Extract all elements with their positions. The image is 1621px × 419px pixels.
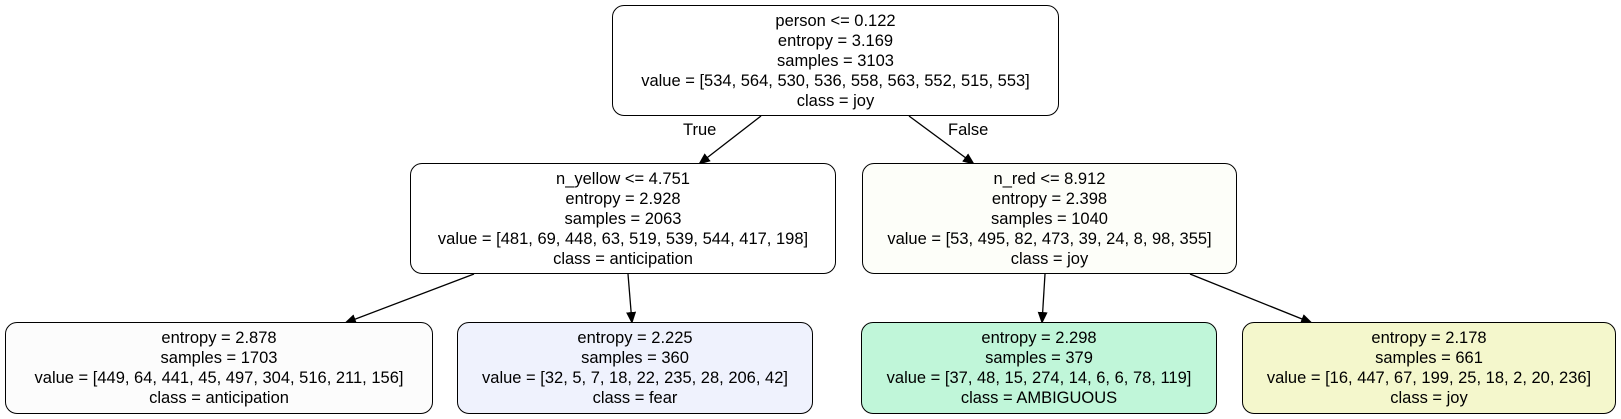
tree-leaf-1: entropy = 2.878 samples = 1703 value = [… [5, 322, 433, 414]
node-samples: samples = 1703 [160, 349, 278, 367]
tree-node-left: n_yellow <= 4.751 entropy = 2.928 sample… [410, 163, 836, 274]
node-value: value = [32, 5, 7, 18, 22, 235, 28, 206,… [482, 369, 788, 387]
node-value: value = [53, 495, 82, 473, 39, 24, 8, 98… [887, 229, 1212, 248]
node-class: class = anticipation [553, 249, 693, 268]
node-entropy: entropy = 2.878 [161, 329, 277, 347]
node-value: value = [16, 447, 67, 199, 25, 18, 2, 20… [1266, 369, 1592, 387]
node-split-rule: n_red <= 8.912 [993, 169, 1106, 188]
node-class: class = joy [796, 91, 875, 110]
node-value: value = [481, 69, 448, 63, 519, 539, 544… [437, 229, 809, 248]
node-split-rule: person <= 0.122 [775, 11, 896, 30]
edge-n1-n3 [344, 273, 475, 324]
node-class: class = joy [1010, 249, 1089, 268]
node-samples: samples = 360 [581, 349, 689, 367]
node-class: class = joy [1390, 389, 1468, 407]
edge-root-n2 [908, 115, 975, 165]
edge-n1-n4 [626, 273, 637, 324]
node-entropy: entropy = 2.225 [577, 329, 693, 347]
node-entropy: entropy = 3.169 [777, 31, 894, 50]
node-samples: samples = 3103 [777, 51, 894, 70]
edge-n2-n6 [1189, 273, 1313, 324]
tree-leaf-3: entropy = 2.298 samples = 379 value = [3… [861, 322, 1217, 414]
node-value: value = [534, 564, 530, 536, 558, 563, 5… [641, 71, 1030, 90]
node-samples: samples = 1040 [991, 209, 1108, 228]
tree-leaf-4: entropy = 2.178 samples = 661 value = [1… [1242, 322, 1616, 414]
edge-label-true: True [683, 121, 717, 139]
node-samples: samples = 379 [985, 349, 1093, 367]
tree-leaf-2: entropy = 2.225 samples = 360 value = [3… [457, 322, 813, 414]
edge-label-false: False [948, 121, 989, 139]
node-samples: samples = 2063 [564, 209, 682, 228]
node-class: class = anticipation [149, 389, 289, 407]
node-class: class = fear [592, 389, 678, 407]
node-split-rule: n_yellow <= 4.751 [556, 169, 690, 188]
edge-root-n1 [698, 115, 762, 165]
node-entropy: entropy = 2.178 [1371, 329, 1487, 347]
tree-node-root: person <= 0.122 entropy = 3.169 samples … [612, 5, 1059, 116]
node-value: value = [37, 48, 15, 274, 14, 6, 6, 78, … [886, 369, 1192, 387]
node-entropy: entropy = 2.398 [991, 189, 1108, 208]
node-value: value = [449, 64, 441, 45, 497, 304, 516… [34, 369, 404, 387]
node-entropy: entropy = 2.298 [981, 329, 1097, 347]
node-samples: samples = 661 [1375, 349, 1483, 367]
tree-node-right: n_red <= 8.912 entropy = 2.398 samples =… [862, 163, 1237, 274]
node-class: class = AMBIGUOUS [960, 389, 1118, 407]
edge-n2-n5 [1037, 273, 1048, 324]
node-entropy: entropy = 2.928 [565, 189, 681, 208]
